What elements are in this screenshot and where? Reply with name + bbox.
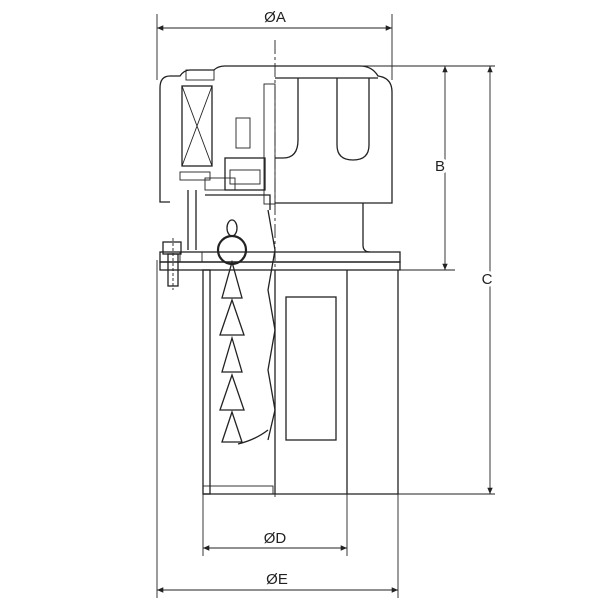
flange: [159, 238, 401, 290]
dimension-a-label: ØA: [264, 9, 286, 26]
dimension-d: ØD: [202, 494, 348, 556]
dimension-e: ØE: [156, 260, 399, 598]
filter-mesh: [285, 296, 337, 441]
dimension-e-label: ØE: [266, 571, 288, 588]
cap-section: [159, 65, 276, 250]
dimension-a: ØA: [156, 9, 393, 80]
chain: [216, 209, 276, 445]
dimension-b-label: B: [435, 158, 445, 175]
dimension-c-label: C: [482, 271, 493, 288]
dimension-d-label: ØD: [264, 530, 287, 547]
cap-exterior: [275, 65, 393, 253]
dimension-b: B: [275, 65, 495, 271]
filter-body: [202, 269, 399, 495]
dimension-c: C: [350, 66, 496, 495]
